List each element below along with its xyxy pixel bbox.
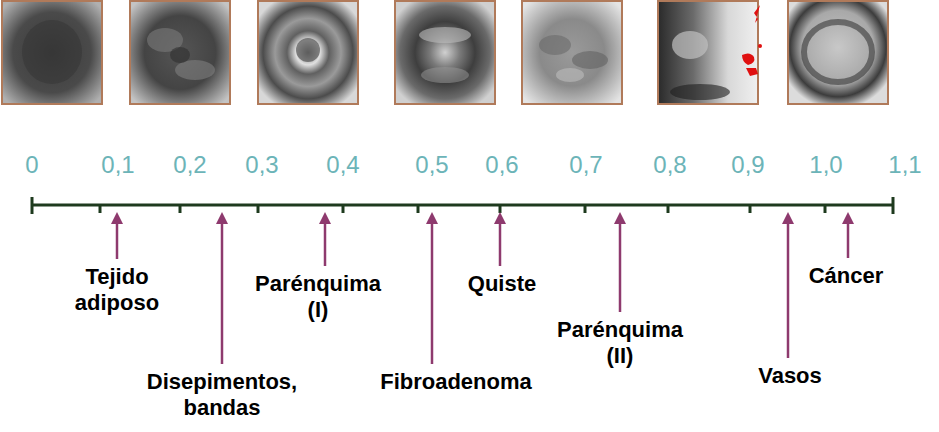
scale-number: 0,5 <box>415 151 448 179</box>
thumbnail <box>788 1 888 104</box>
thumbnail <box>2 1 102 104</box>
tissue-label: Vasos <box>758 363 822 389</box>
scale-number: 1,1 <box>888 151 921 179</box>
tissue-label: Tejido adiposo <box>60 264 175 316</box>
thumbnail <box>395 1 495 104</box>
thumbnail <box>130 1 230 104</box>
scale-number: 0,1 <box>101 151 134 179</box>
tissue-label: Parénquima (II) <box>548 317 693 369</box>
scale-number: 0,9 <box>731 151 764 179</box>
axis <box>32 197 893 214</box>
scale-number: 0,7 <box>569 151 602 179</box>
tissue-label: Disepimentos, bandas <box>135 369 310 421</box>
scale-number: 0,2 <box>173 151 206 179</box>
scale-number: 0,8 <box>653 151 686 179</box>
tissue-label: Parénquima (I) <box>251 271 386 323</box>
scale-number: 0 <box>25 151 38 179</box>
thumbnail <box>658 1 762 104</box>
scale-number: 0,6 <box>485 151 518 179</box>
tissue-label: Fibroadenoma <box>380 369 532 395</box>
thumbnail <box>258 1 358 104</box>
thumbnail <box>522 1 622 104</box>
tissue-label: Quiste <box>468 271 536 297</box>
scale-number: 1,0 <box>809 151 842 179</box>
tissue-label: Cáncer <box>809 263 884 289</box>
pointer-arrows <box>111 212 854 364</box>
scale-number: 0,4 <box>326 151 359 179</box>
scale-number: 0,3 <box>245 151 278 179</box>
